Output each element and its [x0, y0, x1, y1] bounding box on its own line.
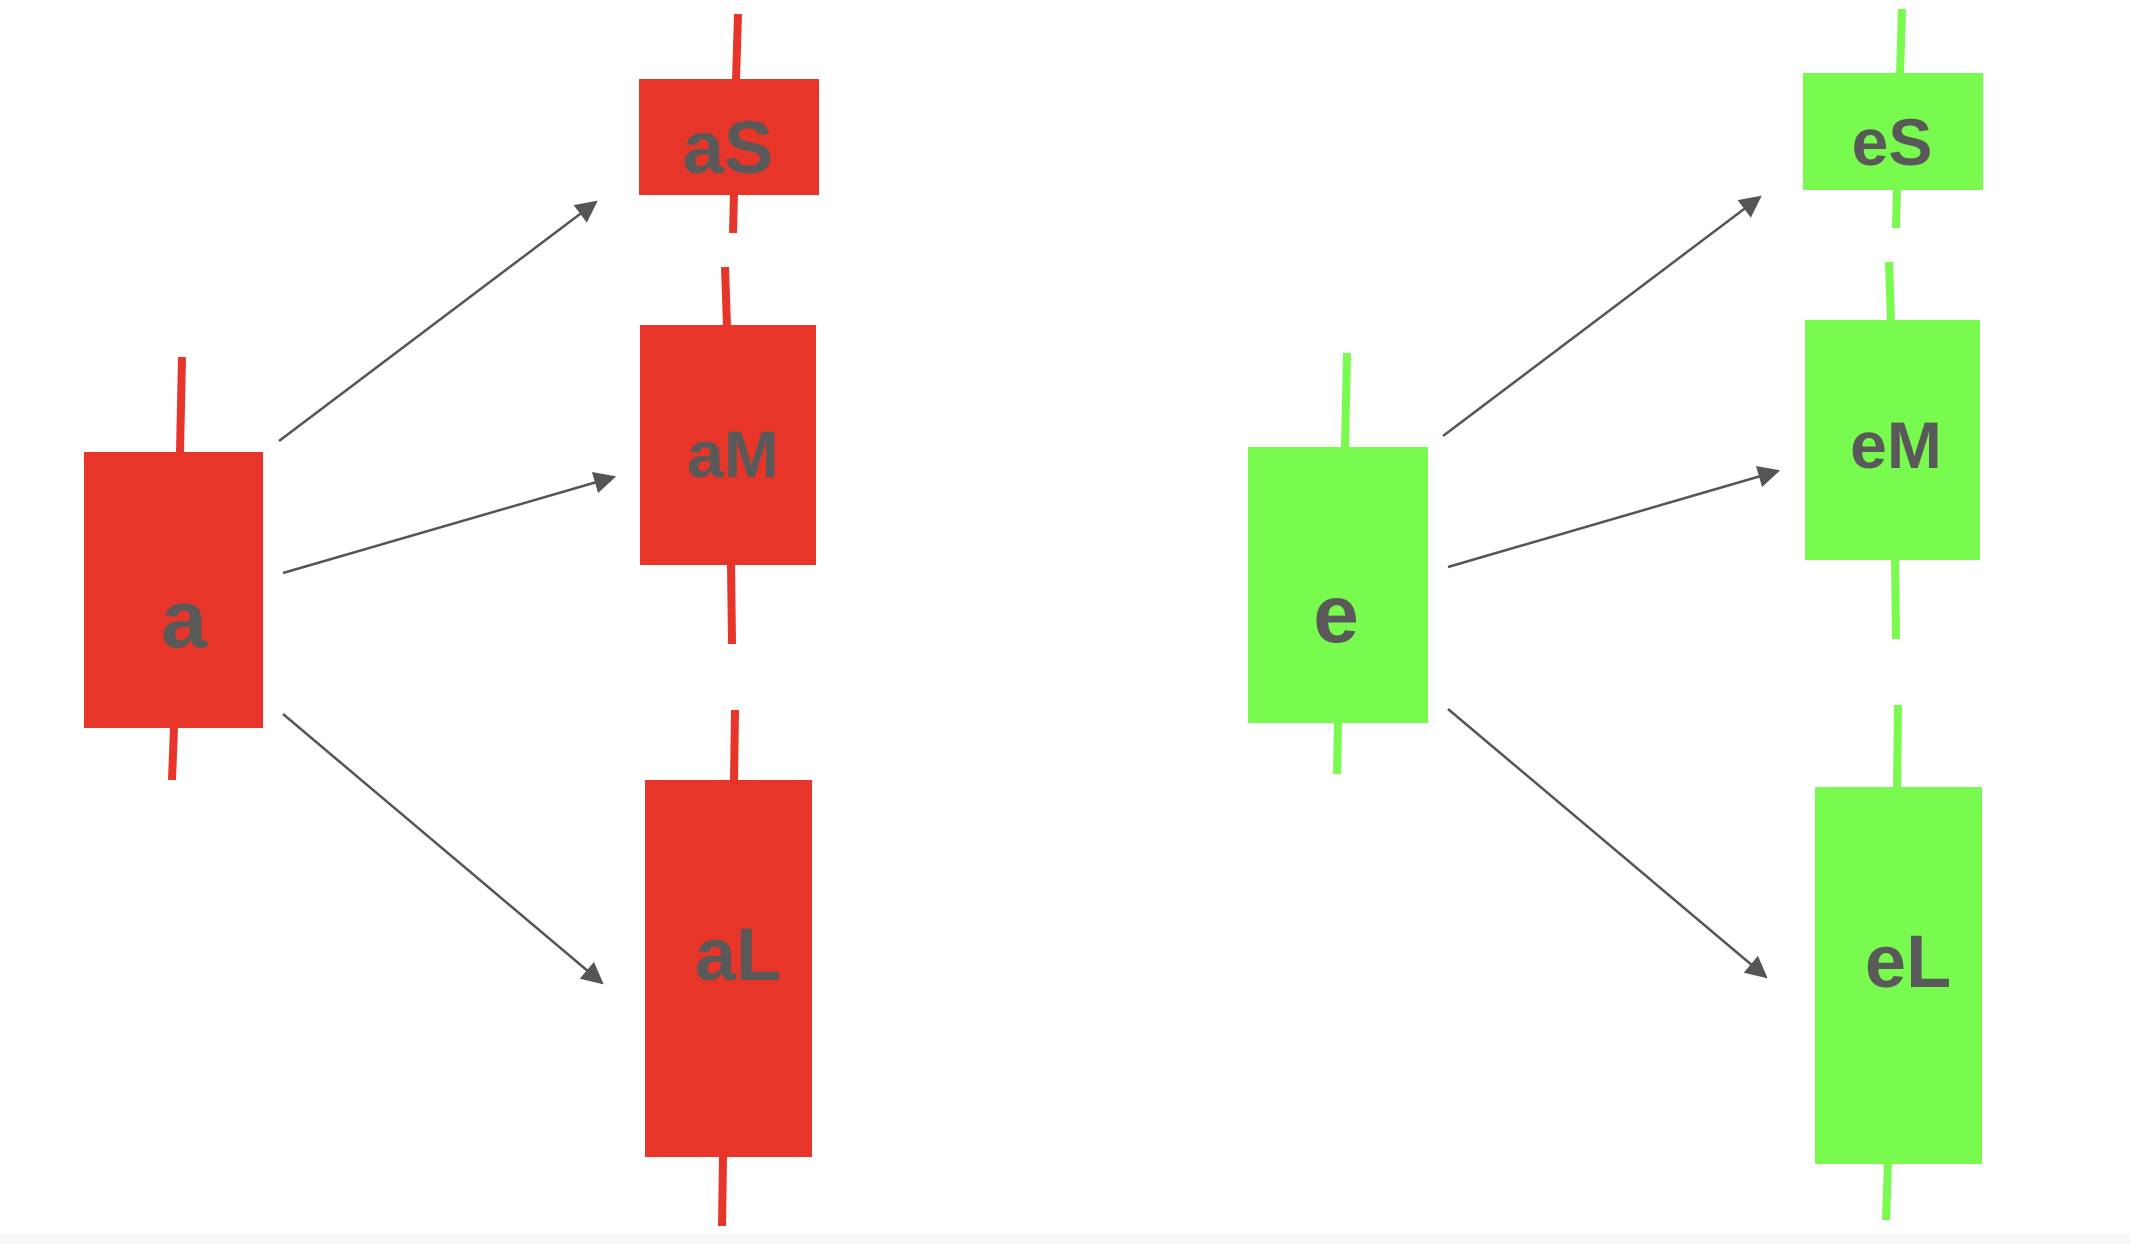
- candle-eM-label: eM: [1850, 408, 1942, 482]
- candle-aS-body: [639, 79, 819, 195]
- arrow-a-to-aS: [278, 200, 598, 442]
- candle-a-upper-wick: [176, 356, 186, 453]
- candle-aS-label: aS: [683, 106, 774, 189]
- candle-aL-lower-wick: [718, 1155, 727, 1227]
- candle-aS-upper-wick: [732, 13, 742, 81]
- candle-eS-lower-wick: [1892, 187, 1901, 229]
- candle-aM-label: aM: [687, 417, 779, 491]
- candle-eS-label: eS: [1852, 105, 1933, 179]
- candle-a-label: a: [161, 574, 208, 665]
- candle-eM-upper-wick: [1885, 261, 1895, 323]
- candle-aL-label: aL: [695, 913, 781, 996]
- candle-aM: aM: [640, 266, 816, 645]
- candle-eL-body: [1815, 787, 1982, 1164]
- candle-eM-lower-wick: [1891, 557, 1900, 640]
- arrow-e-to-eL: [1447, 708, 1768, 979]
- candle-e-upper-wick: [1341, 352, 1351, 448]
- candle-aL: aL: [645, 709, 812, 1227]
- candle-e: e: [1248, 352, 1428, 775]
- candle-eM-body: [1805, 320, 1980, 560]
- candle-eM: eM: [1805, 261, 1980, 640]
- arrow-a-to-aM: [282, 471, 617, 575]
- candle-a-lower-wick: [168, 726, 178, 781]
- candle-eL: eL: [1815, 704, 1982, 1221]
- group-e: e eS eM eL: [1248, 8, 1983, 1221]
- candle-eS-upper-wick: [1896, 8, 1906, 76]
- candle-e-label: e: [1313, 569, 1359, 660]
- candle-aS-lower-wick: [729, 192, 738, 234]
- group-a: a aS aM aL: [84, 13, 819, 1227]
- arrow-e-to-eM: [1447, 465, 1781, 569]
- candle-eS: eS: [1803, 8, 1983, 229]
- candle-a-body: [84, 452, 263, 728]
- candle-eL-lower-wick: [1882, 1161, 1892, 1221]
- candle-aM-upper-wick: [721, 266, 731, 328]
- candle-aM-body: [640, 325, 816, 565]
- candle-eL-label: eL: [1865, 920, 1951, 1003]
- candle-a: a: [84, 356, 263, 781]
- candle-e-body: [1248, 447, 1428, 723]
- candle-eS-body: [1803, 73, 1983, 190]
- candle-e-lower-wick: [1333, 721, 1342, 775]
- bottom-strip: [0, 1234, 2130, 1244]
- candle-eL-upper-wick: [1893, 704, 1902, 788]
- arrow-a-to-aL: [282, 713, 604, 985]
- arrow-e-to-eS: [1442, 195, 1762, 437]
- candle-aL-upper-wick: [730, 709, 739, 783]
- candle-aS: aS: [639, 13, 819, 234]
- candle-aL-body: [645, 780, 812, 1157]
- candle-aM-lower-wick: [727, 562, 736, 645]
